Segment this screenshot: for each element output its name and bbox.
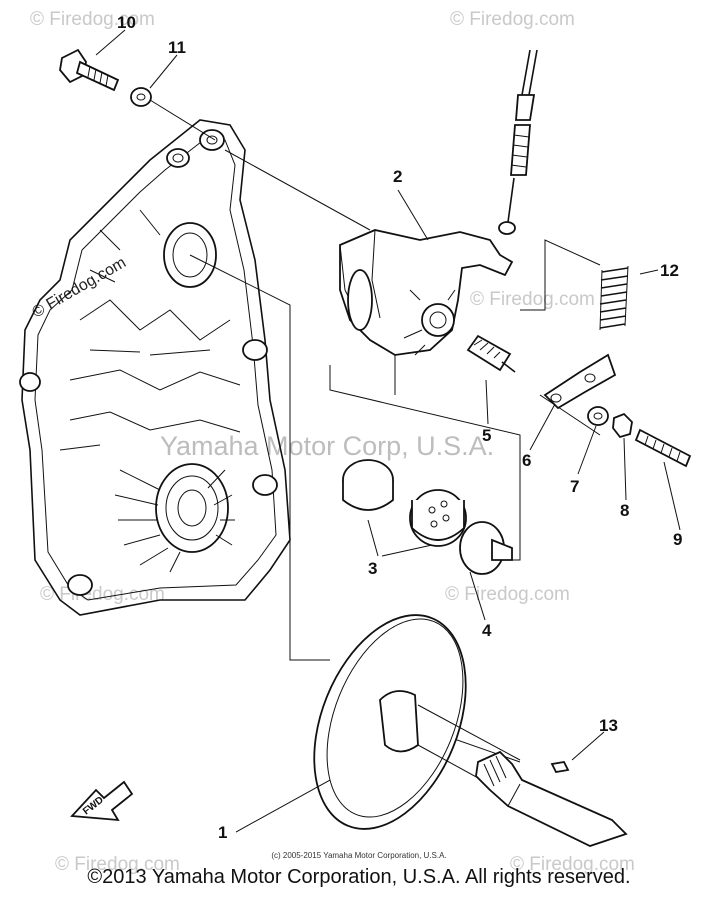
part-9-rod — [634, 428, 692, 468]
callout-12: 12 — [660, 261, 679, 280]
part-6-lever — [543, 353, 617, 410]
callout-11: 11 — [168, 38, 186, 57]
shaft — [475, 750, 628, 847]
leader-lines — [149, 99, 601, 763]
watermark-brand: © Firedog.com — [30, 9, 155, 30]
part-4-cup — [459, 521, 513, 575]
fwd-arrow: FWD — [70, 780, 134, 822]
part-13-key — [550, 761, 570, 773]
callout-leaders — [95, 29, 681, 833]
watermark-brand: © Firedog.com — [445, 584, 570, 605]
callout-9: 9 — [673, 530, 682, 549]
part-12-spring — [599, 265, 629, 331]
callout-5: 5 — [482, 426, 491, 445]
callout-13: 13 — [599, 716, 618, 735]
part-1-pulley — [313, 614, 521, 830]
callout-7: 7 — [570, 477, 579, 496]
watermark-brand: © Firedog.com — [510, 854, 635, 875]
watermark-brand: © Firedog.com — [450, 9, 575, 30]
part-2-housing — [339, 229, 514, 356]
part-3-weights — [342, 459, 467, 547]
part-11-washer — [130, 87, 152, 107]
callout-3: 3 — [368, 559, 377, 578]
watermark-brand-dark: © Firedog.com — [30, 254, 130, 321]
watermark-center: Yamaha Motor Corp, U.S.A. — [160, 431, 494, 461]
throttle-cable — [498, 49, 538, 235]
small-copyright: (c) 2005-2015 Yamaha Motor Corporation, … — [271, 851, 447, 860]
callout-10: 10 — [117, 13, 136, 32]
part-10-bolt — [59, 48, 120, 92]
callout-1: 1 — [218, 823, 227, 842]
watermark-brand: © Firedog.com — [470, 289, 595, 310]
watermark-brand: © Firedog.com — [55, 854, 180, 875]
part-7-washer — [587, 406, 609, 426]
copyright-notice: ©2013 Yamaha Motor Corporation, U.S.A. A… — [87, 866, 631, 888]
side-cover — [19, 119, 291, 616]
callouts: 1 2 3 4 5 6 7 8 9 10 11 12 13 — [117, 13, 682, 842]
callout-2: 2 — [393, 167, 402, 186]
part-5-gear — [466, 334, 516, 373]
part-8-nut — [612, 412, 633, 439]
callout-6: 6 — [522, 451, 531, 470]
callout-8: 8 — [620, 501, 629, 520]
callout-4: 4 — [482, 621, 492, 640]
